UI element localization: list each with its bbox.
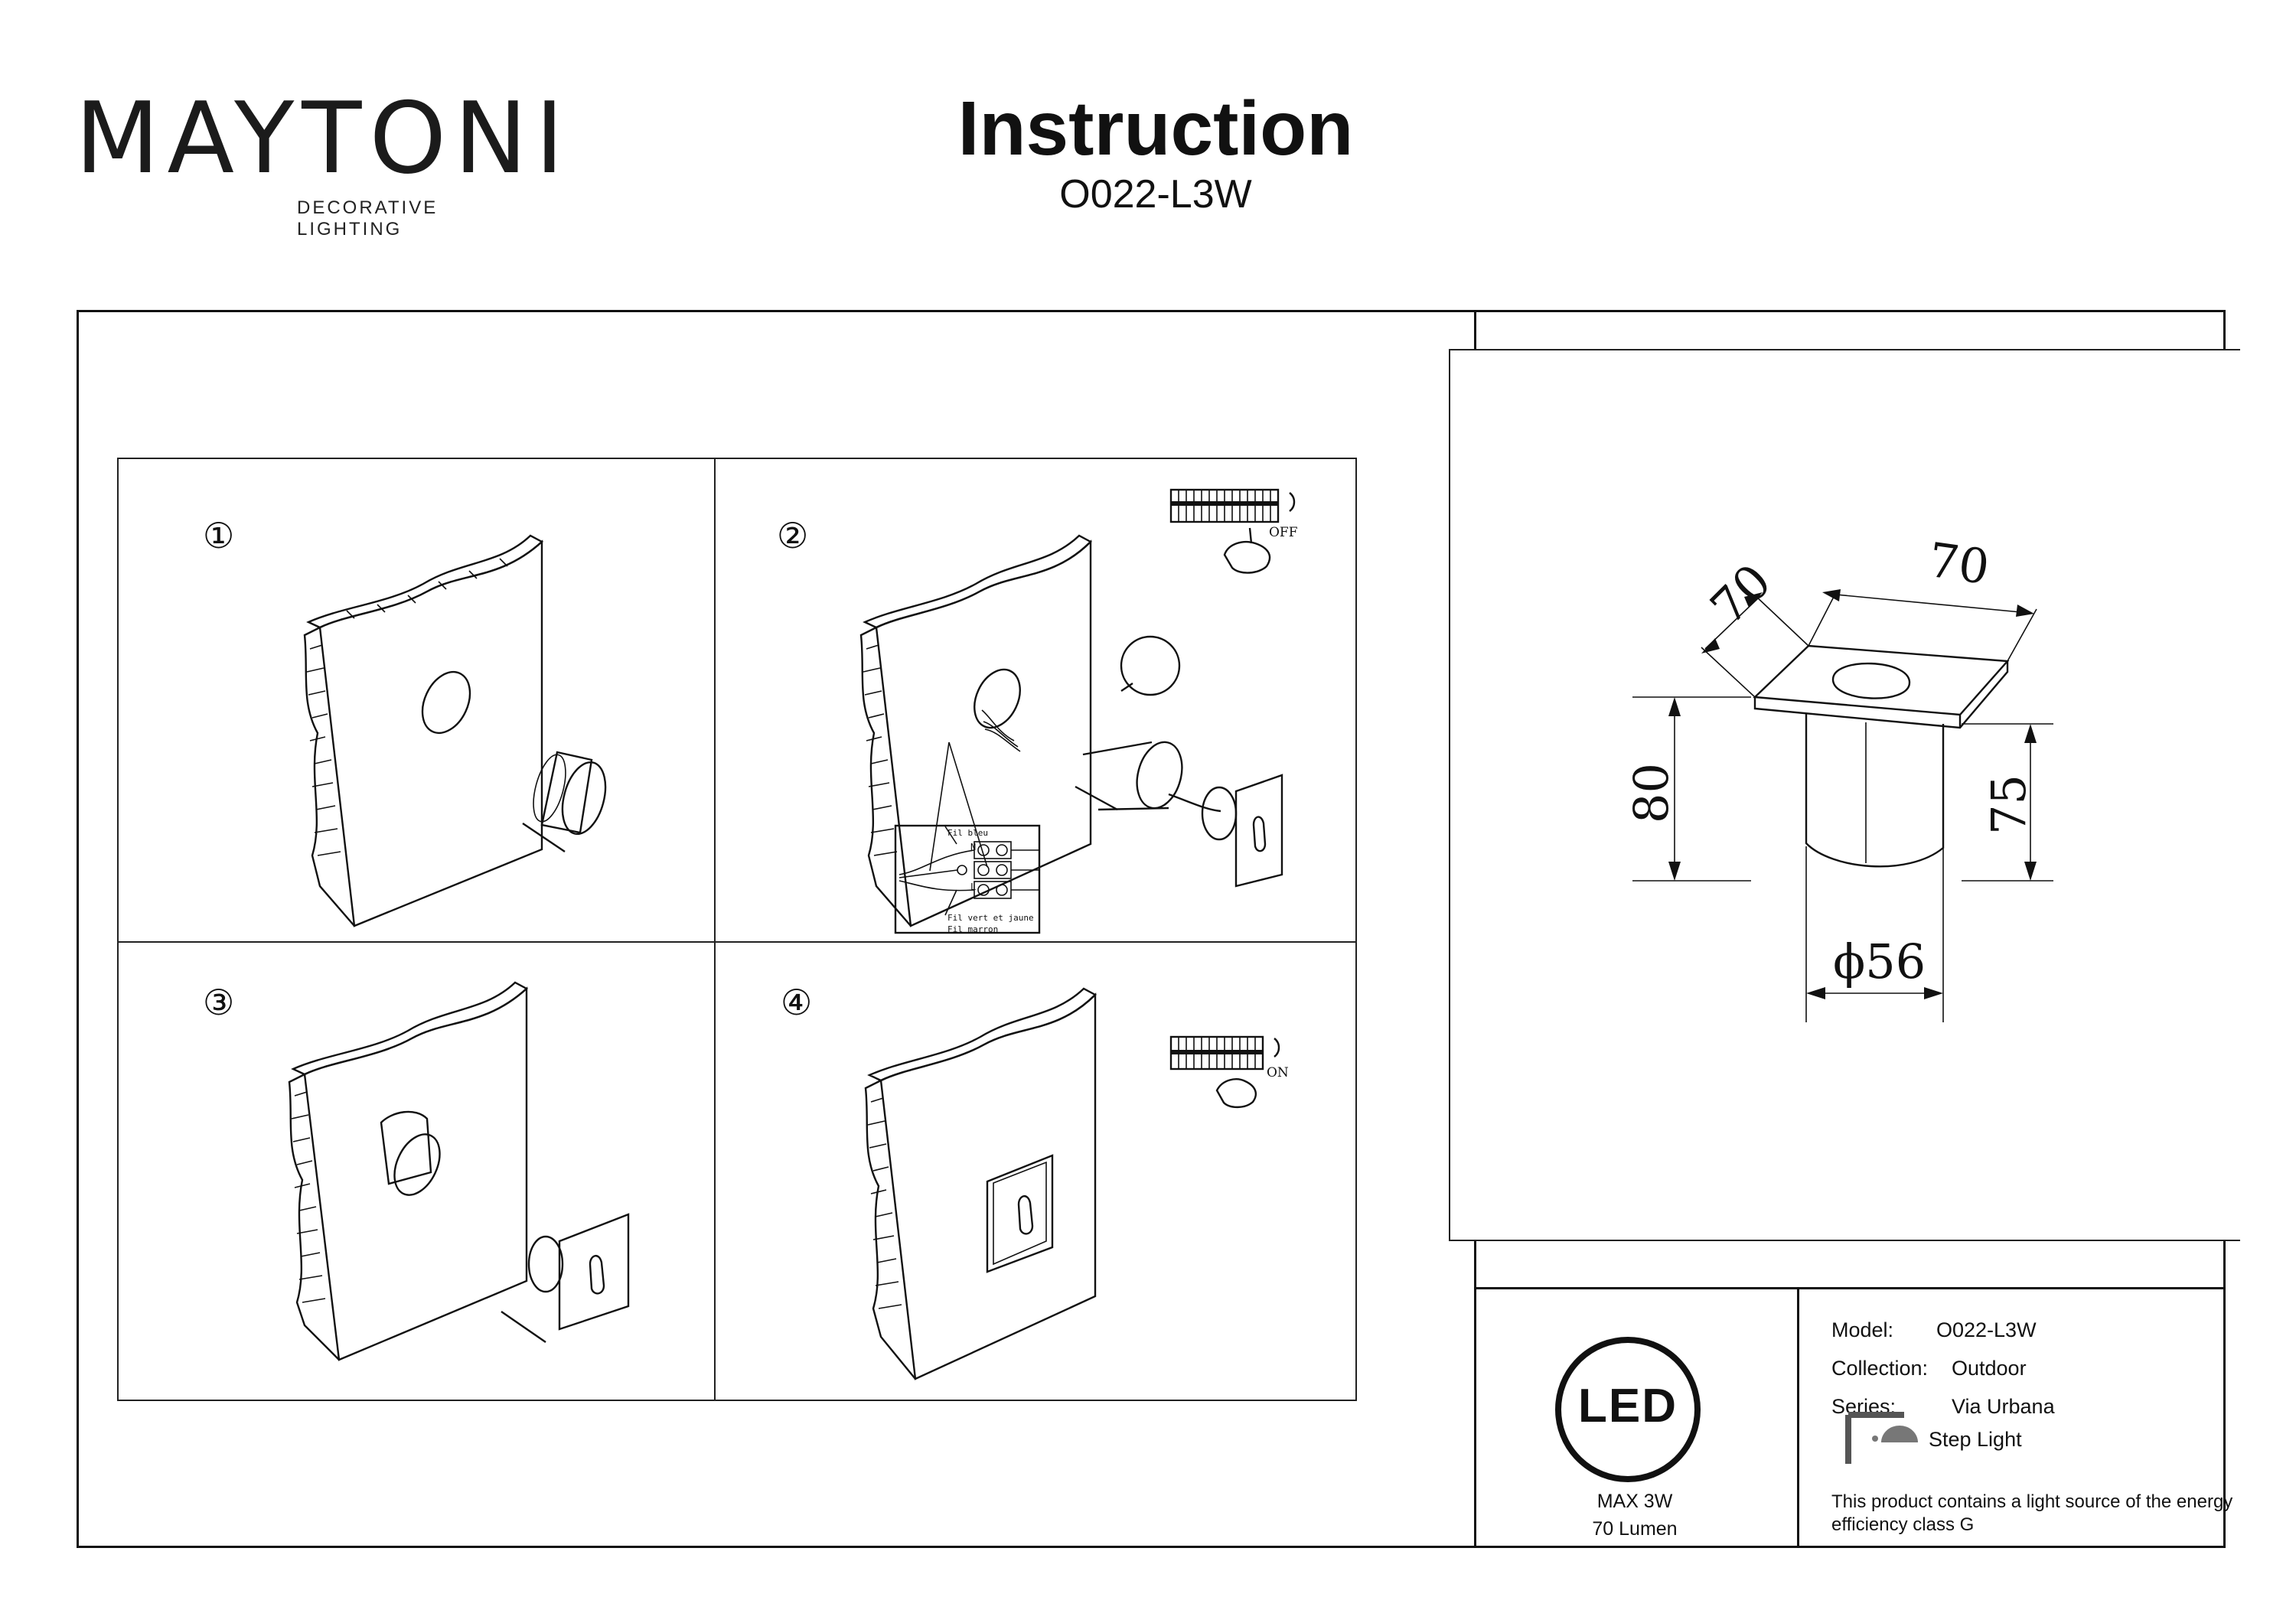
energy-efficiency-note: This product contains a light source of … <box>1831 1491 2233 1535</box>
spec-divider <box>1474 1287 2226 1289</box>
step-3-number: ③ <box>203 982 235 1023</box>
brand-tagline: DECORATIVE LIGHTING <box>297 197 439 240</box>
step-3-illustration <box>288 981 630 1361</box>
series-value: Via Urbana <box>1952 1395 2055 1418</box>
power-off-label: OFF <box>1269 525 1298 540</box>
document-title: Instruction <box>957 86 1354 171</box>
lumen-rating: 70 Lumen <box>1592 1518 1678 1540</box>
terminal-label-n: N <box>970 842 977 852</box>
model-label: Model: <box>1831 1318 1894 1341</box>
steps-grid <box>117 458 1357 1401</box>
dimension-diameter: ϕ56 <box>1833 934 1926 989</box>
steps-grid-vdivider <box>714 458 716 1401</box>
brand-logo: MAYTONI DECORATIVE LIGHTING <box>75 90 564 240</box>
model-value: O022-L3W <box>1936 1318 2037 1341</box>
dimension-total-height: 80 <box>1623 763 1679 823</box>
led-logo-circle <box>1555 1337 1701 1482</box>
wire-label-green-yellow: Fil vert et jaune <box>947 913 1034 923</box>
collection-label: Collection: <box>1831 1357 1929 1380</box>
document-model: O022-L3W <box>1059 172 1252 217</box>
power-on-label: ON <box>1267 1065 1289 1080</box>
breaker-on-icon <box>1169 1035 1280 1109</box>
step-1-number: ① <box>203 515 235 556</box>
step-2-illustration <box>859 534 1283 934</box>
wire-label-brown: Fil marron <box>947 924 999 934</box>
wire-label-blue: Fil bleu <box>947 828 988 838</box>
brand-wordmark: MAYTONI <box>75 82 572 196</box>
type-value: Step Light <box>1929 1428 2022 1451</box>
terminal-label-l: L <box>970 882 977 892</box>
dimension-width-b: 70 <box>1925 531 1993 596</box>
breaker-off-icon <box>1169 488 1296 574</box>
power-rating: MAX 3W <box>1596 1491 1673 1512</box>
step-1-illustration <box>303 534 607 927</box>
dimension-panel <box>1449 349 2240 1241</box>
spec-column-divider <box>1797 1287 1799 1548</box>
step-4-illustration <box>864 987 1097 1380</box>
led-logo-text: LED <box>1578 1380 1678 1432</box>
dimension-body-height: 75 <box>1980 774 2037 835</box>
step-4-number: ④ <box>781 982 813 1023</box>
dimension-drawing <box>1632 589 2053 1022</box>
step-light-icon <box>1845 1412 1918 1464</box>
steps-grid-hdivider <box>117 941 1357 943</box>
step-2-number: ② <box>777 515 809 556</box>
collection-value: Outdoor <box>1952 1357 2027 1380</box>
